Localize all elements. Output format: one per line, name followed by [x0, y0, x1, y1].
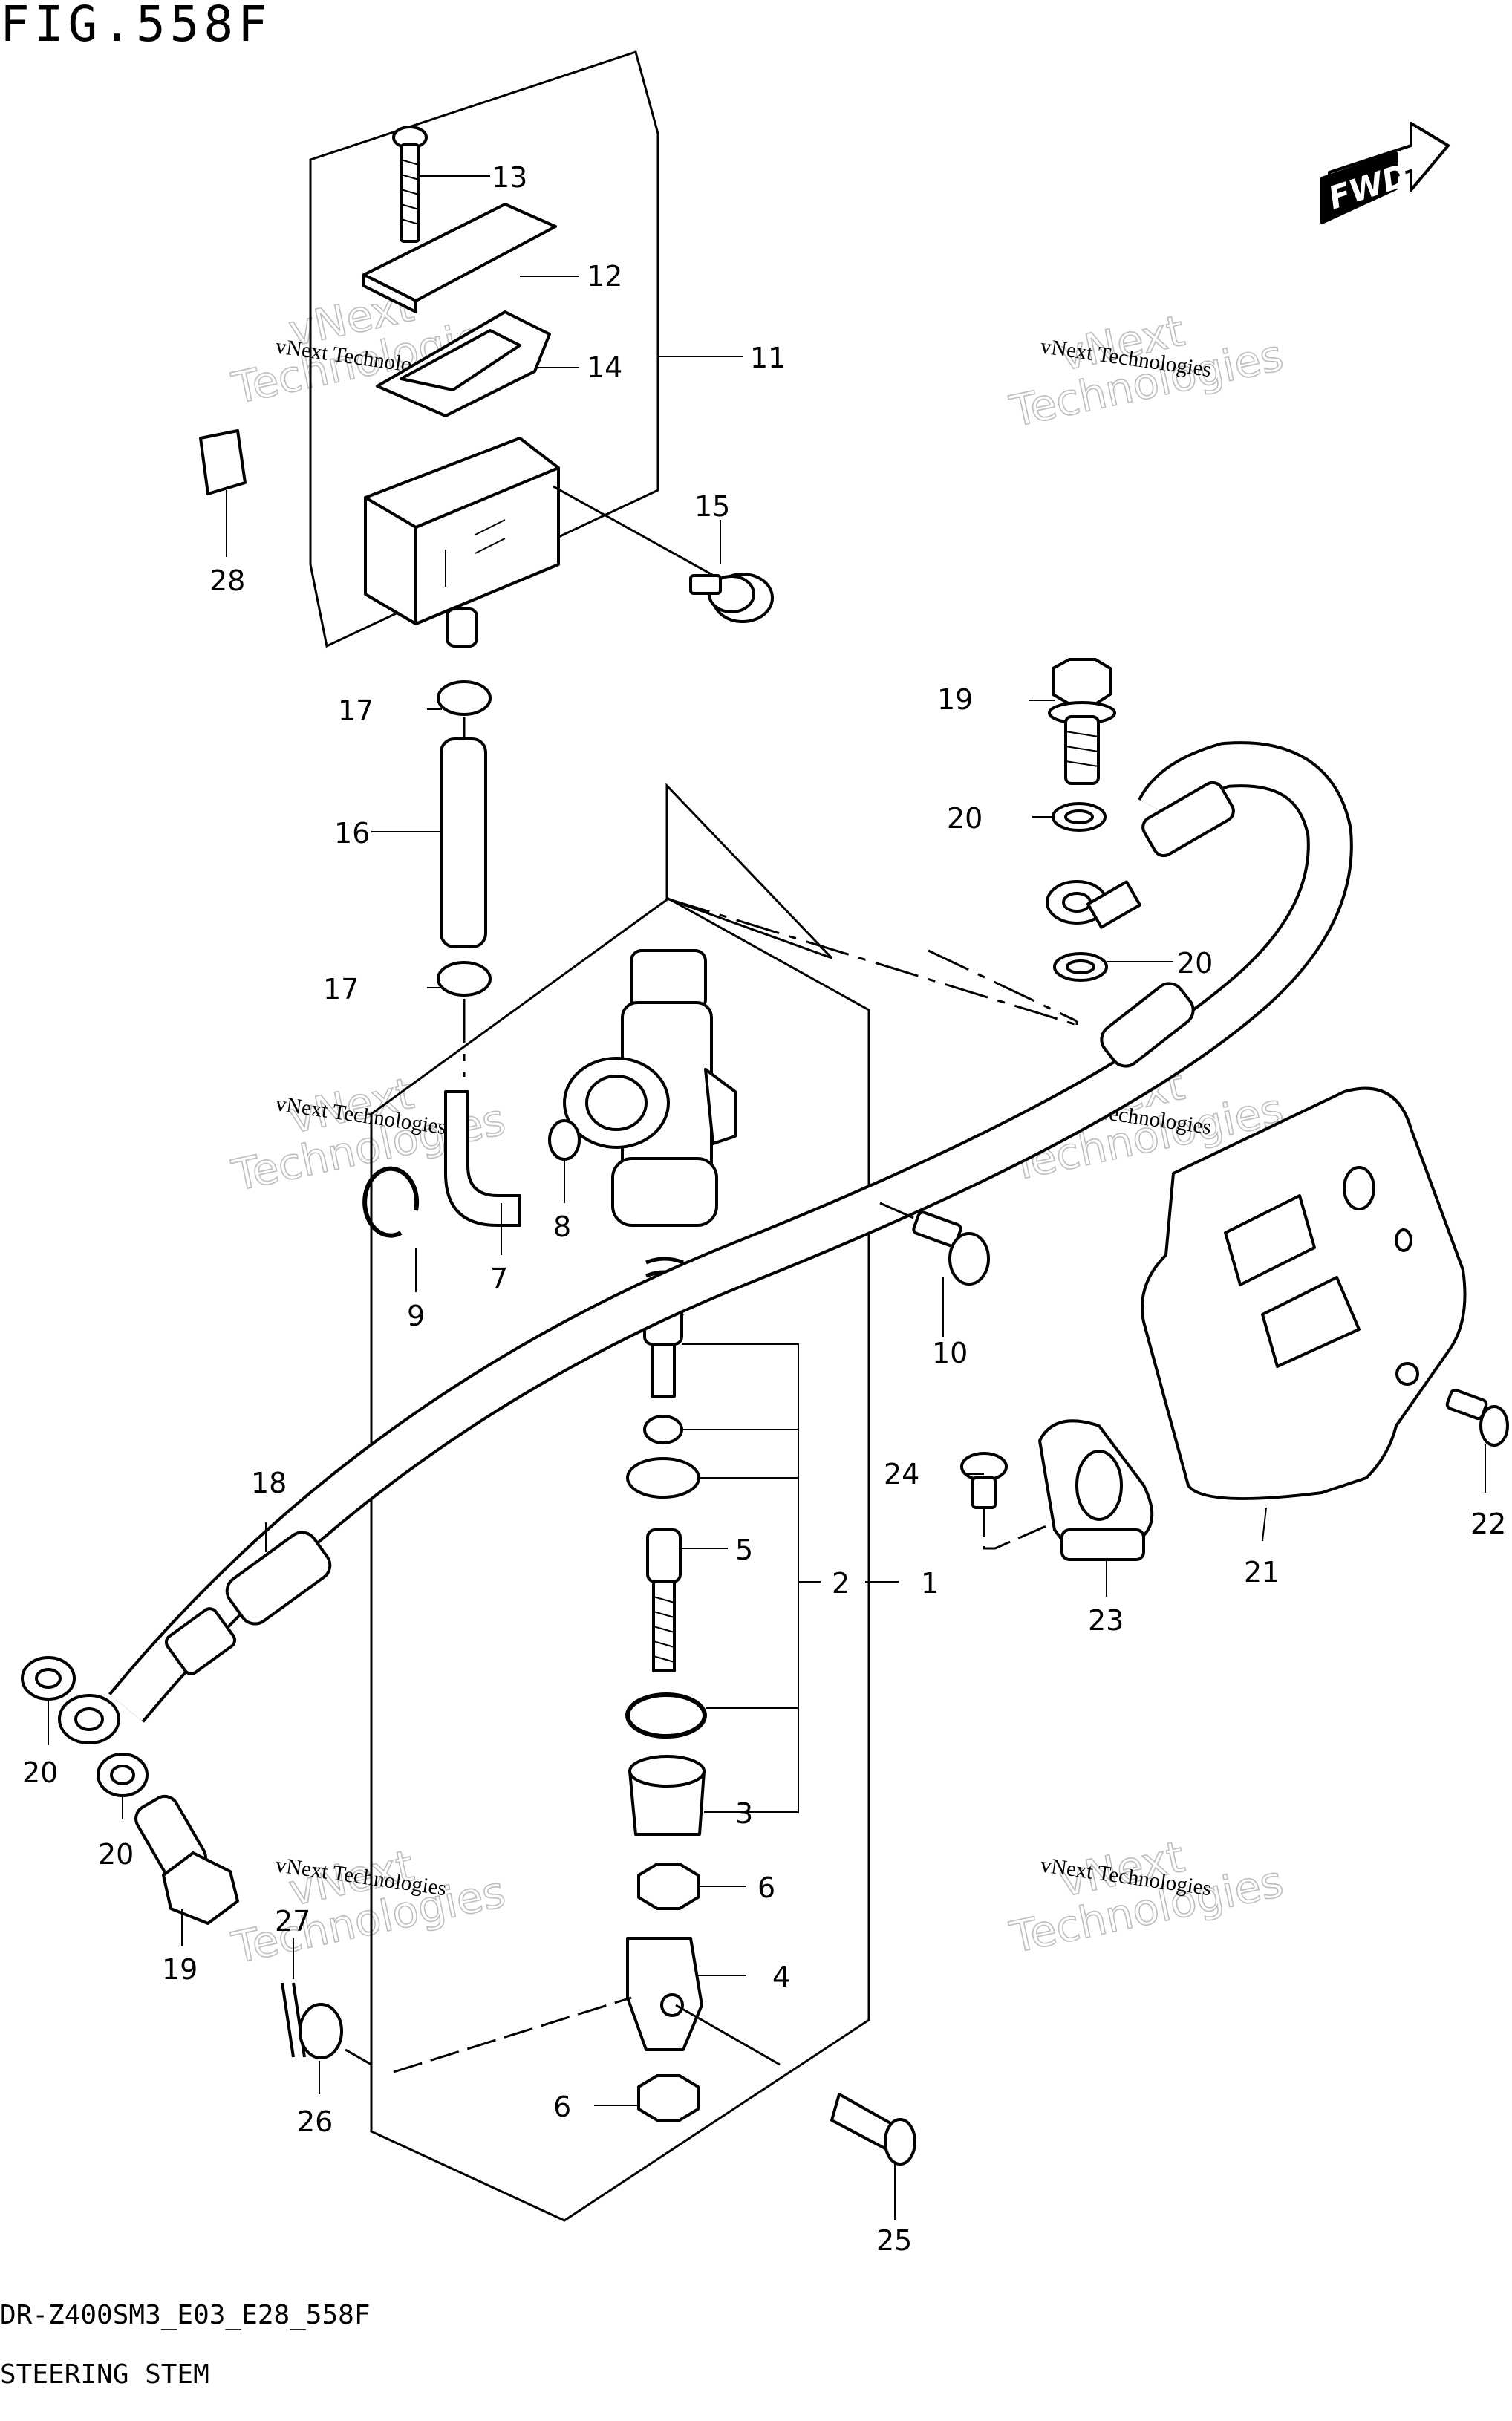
- cylinder-guard: [1141, 1086, 1467, 1500]
- reservoir-screw: [392, 126, 428, 243]
- callout-8: 8: [553, 1210, 571, 1243]
- callout-6: 6: [553, 2091, 571, 2123]
- leader-lines: [48, 175, 1486, 2220]
- clevis: [626, 1937, 703, 2051]
- piston-rod-short: [651, 1343, 676, 1398]
- banjo-bolt: [1048, 658, 1116, 785]
- callout-19: 19: [162, 1953, 198, 1986]
- callout-22: 22: [1470, 1508, 1506, 1540]
- reservoir-assembly-frame: [309, 50, 659, 648]
- callout-26: 26: [297, 2105, 333, 2138]
- callout-20: 20: [22, 1756, 58, 1789]
- callout-11: 11: [750, 342, 786, 374]
- callout-19: 19: [937, 683, 973, 716]
- callout-14: 14: [587, 351, 622, 384]
- figure-caption: STEERING STEM: [0, 2359, 209, 2390]
- callout-23: 23: [1088, 1604, 1124, 1637]
- piston-seal: [643, 1415, 683, 1444]
- callout-12: 12: [587, 260, 622, 293]
- callout-6: 6: [757, 1871, 775, 1904]
- master-cylinder-frame: [370, 897, 870, 2222]
- lock-nut: [637, 1863, 700, 1910]
- callout-3: 3: [735, 1797, 753, 1830]
- reservoir-hose: [437, 680, 492, 997]
- callout-5: 5: [735, 1534, 753, 1566]
- callout-1: 1: [921, 1567, 939, 1600]
- callout-9: 9: [407, 1300, 425, 1332]
- callout-20: 20: [98, 1838, 134, 1871]
- callout-25: 25: [876, 2224, 912, 2257]
- callout-28: 28: [209, 564, 245, 597]
- hose-sleeve: [225, 1531, 332, 1626]
- callout-15: 15: [694, 490, 730, 523]
- callout-16: 16: [334, 817, 370, 850]
- callout-2: 2: [832, 1567, 850, 1600]
- circlip-small: [362, 1166, 420, 1238]
- callout-7: 7: [490, 1262, 508, 1295]
- reservoir-cap: [362, 203, 557, 302]
- callout-18: 18: [251, 1467, 287, 1499]
- guard-screw-right: [1445, 1388, 1509, 1447]
- callout-20: 20: [1177, 947, 1213, 980]
- callout-20: 20: [947, 802, 983, 835]
- callout-17: 17: [338, 694, 374, 727]
- callout-13: 13: [492, 161, 527, 194]
- guard-bracket: [1038, 1419, 1154, 1561]
- callout-4: 4: [772, 1961, 790, 1993]
- model-code: DR-Z400SM3_E03_E28_558F: [0, 2300, 371, 2330]
- reservoir-diaphragm: [376, 310, 551, 417]
- hose-fitting: [1141, 781, 1235, 858]
- callout-10: 10: [932, 1337, 968, 1369]
- callout-27: 27: [275, 1905, 310, 1938]
- figure-title: FIG.558F: [0, 0, 272, 53]
- hose-fitting: [164, 1607, 237, 1675]
- callout-labels: 1 2 3 4 5 6 6 7 8 9 10 11 12 13 14 15 16…: [22, 161, 1506, 2257]
- master-cylinder-body: [563, 949, 737, 1227]
- callout-24: 24: [884, 1458, 919, 1490]
- reservoir-body: [364, 437, 560, 648]
- pin-washer: [299, 2003, 343, 2059]
- brake-hose: [108, 741, 1353, 1723]
- hose-sleeve: [1100, 982, 1195, 1068]
- callout-21: 21: [1244, 1556, 1280, 1589]
- push-rod: [646, 1528, 682, 1672]
- clevis-pin: [675, 2004, 916, 2166]
- lock-nut: [637, 2074, 700, 2122]
- o-ring: [548, 1119, 581, 1161]
- bracket-screw: [960, 1452, 1008, 1509]
- fwd-badge: FWD: [1320, 122, 1450, 224]
- callout-17: 17: [323, 973, 359, 1006]
- banjo-bolt: [134, 1794, 239, 1925]
- master-cylinder-frame-top: [665, 783, 833, 959]
- guard-screw: [879, 1202, 990, 1286]
- reservoir-bolt: [553, 485, 774, 623]
- circlip-large: [625, 1692, 707, 1739]
- label-sticker: [199, 429, 247, 495]
- hose-elbow: [444, 1090, 521, 1227]
- piston-washer: [626, 1457, 700, 1499]
